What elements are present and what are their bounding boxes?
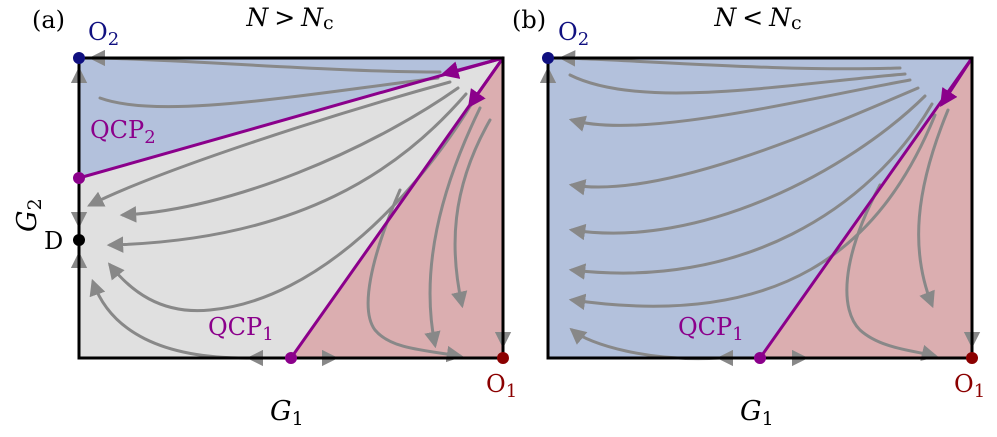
ylabel-a: G2 xyxy=(12,198,46,232)
flow-line xyxy=(568,72,907,95)
point-o2-a xyxy=(73,52,85,64)
separatrix-b xyxy=(758,56,974,360)
label-qcp1-b: QCP1 xyxy=(678,313,744,345)
xlabel-a: G1 xyxy=(270,396,304,430)
flow-line xyxy=(917,108,950,309)
flow-line xyxy=(366,188,464,363)
flow-line xyxy=(568,86,920,196)
flow-line xyxy=(451,118,492,309)
label-o2-a: O2 xyxy=(88,18,119,50)
separatrix-a-lower xyxy=(289,56,505,360)
flow-line xyxy=(568,113,937,311)
panel-a: (a) N>Nc O2 QCP2 D QCP1 O1 G1 G2 xyxy=(12,3,517,430)
panel-label-b: (b) xyxy=(512,6,546,34)
separatrix-a-lower-arrow xyxy=(467,56,505,108)
flow-line xyxy=(568,94,927,241)
label-o1-b: O1 xyxy=(954,370,985,402)
point-o2-b xyxy=(542,52,554,64)
label-o1-a: O1 xyxy=(486,370,517,402)
flow-line xyxy=(568,102,934,280)
panel-b: (b) N<Nc O2 QCP1 O1 G1 xyxy=(512,3,985,430)
flow-line xyxy=(87,80,452,207)
flow-line xyxy=(98,76,440,109)
point-qcp2-a xyxy=(73,172,85,184)
flow-line xyxy=(106,92,468,253)
point-qcp1-a xyxy=(285,352,297,364)
separatrix-a-upper-arrow xyxy=(440,56,505,79)
label-d-a: D xyxy=(44,227,63,255)
label-qcp1-a: QCP1 xyxy=(208,313,274,345)
label-qcp2-a: QCP2 xyxy=(90,116,156,148)
flow-line xyxy=(845,183,939,361)
flow-line xyxy=(568,78,912,132)
flow-line xyxy=(119,86,460,223)
separatrix-b-arrow xyxy=(940,56,974,108)
panel-title-b: N<Nc xyxy=(713,3,801,34)
panel-label-a: (a) xyxy=(32,6,65,34)
point-d-a xyxy=(73,234,85,246)
flow-line xyxy=(424,106,482,349)
point-o1-a xyxy=(497,352,509,364)
xlabel-b: G1 xyxy=(740,396,774,430)
panel-title-a: N>Nc xyxy=(245,3,333,34)
point-o1-b xyxy=(966,352,978,364)
label-o2-b: O2 xyxy=(558,18,589,50)
point-qcp1-b xyxy=(754,352,766,364)
separatrix-a-upper xyxy=(77,56,505,180)
